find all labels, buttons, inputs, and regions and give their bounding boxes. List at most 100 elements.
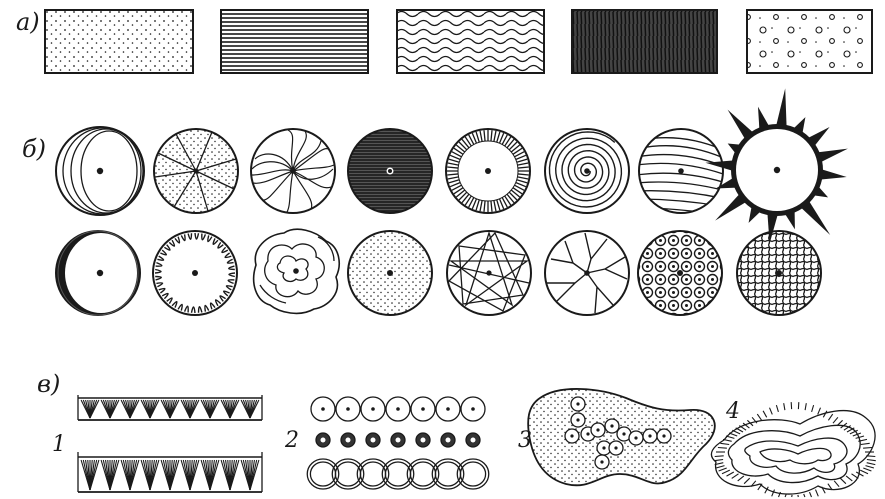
hatch-stroke [720, 443, 729, 444]
row-circle-dot [321, 438, 326, 443]
hatch-stroke [784, 403, 785, 410]
row-circle-dot [446, 407, 450, 411]
row-circle-dot [396, 407, 400, 411]
circle-spiral [545, 129, 629, 213]
label-v: в) [37, 370, 60, 398]
circle-dense-lines [348, 129, 432, 213]
row-circle-dot [371, 438, 376, 443]
hatch-stroke [816, 490, 819, 497]
row-circle-dot [471, 407, 475, 411]
hatch-stroke [863, 468, 871, 471]
row-circle-dot [346, 407, 350, 411]
row-circle-dot [471, 438, 476, 443]
hatch-stroke [719, 468, 727, 471]
row-circle [357, 459, 389, 489]
number-4: 4 [725, 399, 740, 424]
hatch-stroke [714, 460, 723, 461]
circle-radial-dotted [154, 129, 238, 213]
hatch-stroke [812, 405, 814, 412]
hatch-stroke [834, 481, 839, 487]
hatch-stroke [715, 456, 724, 457]
hatch-stroke [852, 474, 859, 479]
number-2: 2 [284, 428, 299, 453]
row-circle [307, 459, 339, 489]
v1-layered-fans: 1 [52, 395, 262, 492]
hatch-stroke [867, 460, 876, 461]
inclusion-dot [634, 436, 637, 439]
row-circle-dot [371, 407, 375, 411]
hatch-stroke [776, 405, 778, 412]
row-circle [382, 459, 414, 489]
circle-branching-cracks [545, 231, 629, 315]
hatch-stroke [726, 436, 734, 438]
row-b-top-circles [56, 88, 848, 243]
row-a-textures [45, 10, 872, 73]
row-circle [332, 459, 364, 489]
inclusion-dot [662, 434, 665, 437]
hatch-stroke [770, 408, 773, 415]
hatch-stroke [732, 430, 740, 434]
hatch-stroke [810, 492, 812, 497]
inclusion-dot [596, 428, 599, 431]
hatch-stroke [744, 478, 750, 484]
circle-swirl-fibres [251, 129, 335, 213]
label-b: б) [22, 135, 46, 163]
inclusion-dot [586, 432, 589, 435]
row-circle [407, 459, 439, 489]
hatch-stroke [757, 414, 761, 420]
hatch-stroke [818, 408, 821, 415]
circle-star-lines [447, 231, 531, 315]
inclusion-dot [570, 434, 573, 437]
v4-contour-mass: 4 [711, 399, 875, 497]
hatch-stroke [867, 463, 876, 465]
row-circle-dot [321, 407, 325, 411]
v2-circle-rows: 2 [284, 397, 489, 489]
inclusion-dot [602, 446, 605, 449]
hatch-stroke [846, 476, 852, 481]
hatch-stroke [772, 490, 775, 497]
circle-crescent-ring [55, 230, 141, 316]
row-circle-dot [446, 438, 451, 443]
hatch-stroke [866, 456, 875, 457]
row-circle-dot [421, 438, 426, 443]
hatch-stroke [716, 466, 724, 468]
spike [820, 169, 847, 180]
circle-cellular [638, 231, 722, 315]
circle-sparse-dots [348, 231, 432, 315]
number-1: 1 [52, 432, 66, 457]
texture-dotted [45, 10, 193, 73]
texture-dense-hatch [572, 10, 717, 73]
row-circle [432, 459, 464, 489]
hatch-stroke [833, 417, 838, 423]
hatch-stroke [722, 470, 730, 474]
hatch-stroke [861, 443, 870, 444]
row-circle-dot [421, 407, 425, 411]
circle-sun-spiked [705, 88, 848, 243]
circle-convoluted [254, 229, 340, 313]
spike [776, 88, 787, 127]
row-circle-dot [346, 438, 351, 443]
hatch-stroke [860, 470, 868, 474]
inclusion-dot [576, 402, 579, 405]
hatch-stroke [863, 448, 872, 449]
texture-wavy-lines [397, 10, 544, 73]
inclusion-dot [648, 434, 651, 437]
circle-curved-fibres [636, 129, 726, 215]
row-circle [457, 459, 489, 489]
hatch-stroke [840, 478, 846, 484]
row-circle-dot [396, 438, 401, 443]
row-b-bottom-circles [55, 229, 821, 316]
hatch-stroke [727, 472, 734, 476]
hatch-stroke [805, 403, 806, 410]
inclusion-dot [614, 446, 617, 449]
circle-fringed-ring [446, 129, 530, 213]
hatch-stroke [763, 411, 767, 418]
inclusion-dot [610, 424, 613, 427]
hatch-stroke [866, 466, 874, 468]
texture-bubbles [747, 10, 872, 73]
hatch-stroke [732, 474, 739, 479]
hatch-stroke [718, 448, 727, 449]
hatch-stroke [736, 428, 743, 432]
inclusion-dot [576, 418, 579, 421]
